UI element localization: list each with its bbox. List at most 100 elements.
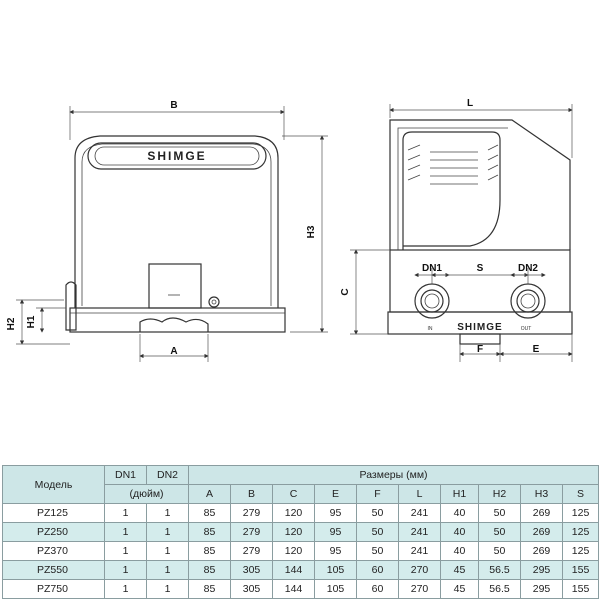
size-cell: 155 <box>561 579 600 599</box>
dim-label-H2: H2 <box>6 317 17 330</box>
dim-label-DN1: DN1 <box>422 263 442 274</box>
model-cell: PZ250 <box>2 522 105 542</box>
size-cell: 40 <box>440 522 479 542</box>
dim-label-S: S <box>477 263 484 274</box>
header-size-col: E <box>314 484 357 504</box>
vent-grille <box>407 144 499 185</box>
size-cell: 144 <box>272 579 315 599</box>
dn2-cell: 1 <box>146 579 189 599</box>
size-cell: 295 <box>520 579 563 599</box>
dim-label-E: E <box>533 344 540 355</box>
size-cell: 50 <box>478 522 521 542</box>
size-cell: 85 <box>188 503 231 523</box>
dim-label-A: A <box>170 346 177 357</box>
size-cell: 120 <box>272 522 315 542</box>
size-cell: 269 <box>520 522 563 542</box>
size-cell: 155 <box>561 560 600 580</box>
dim-label-H3: H3 <box>306 225 317 238</box>
size-cell: 120 <box>272 503 315 523</box>
inlet-arrow-label: IN <box>428 326 433 332</box>
size-cell: 40 <box>440 503 479 523</box>
header-dn1: DN1 <box>104 465 147 485</box>
model-cell: PZ370 <box>2 541 105 561</box>
header-size-col: F <box>356 484 399 504</box>
size-cell: 105 <box>314 560 357 580</box>
size-cell: 279 <box>230 522 273 542</box>
dn2-cell: 1 <box>146 503 189 523</box>
header-size-col: H2 <box>478 484 521 504</box>
size-cell: 95 <box>314 522 357 542</box>
dn2-cell: 1 <box>146 522 189 542</box>
header-sizes: Размеры (мм) <box>187 465 600 485</box>
technical-drawing: SHIMGE B H3 H2 H1 A <box>6 98 573 362</box>
dim-label-F: F <box>477 344 483 355</box>
header-size-col: B <box>230 484 273 504</box>
size-cell: 85 <box>188 560 231 580</box>
dn1-cell: 1 <box>104 503 147 523</box>
size-cell: 125 <box>561 522 600 542</box>
size-cell: 60 <box>356 579 399 599</box>
dim-label-L: L <box>467 98 473 109</box>
table-header-row-1: Модель DN1 DN2 Размеры (мм) <box>2 465 600 504</box>
header-size-col: A <box>188 484 231 504</box>
size-cell: 125 <box>561 541 600 561</box>
size-cell: 56.5 <box>478 579 521 599</box>
size-cell: 241 <box>398 503 441 523</box>
dn1-cell: 1 <box>104 579 147 599</box>
model-cell: PZ125 <box>2 503 105 523</box>
model-cell: PZ550 <box>2 560 105 580</box>
dim-label-H1: H1 <box>26 315 37 328</box>
size-cell: 105 <box>314 579 357 599</box>
model-cell: PZ750 <box>2 579 105 599</box>
size-cell: 45 <box>440 579 479 599</box>
size-cell: 85 <box>188 541 231 561</box>
size-cell: 270 <box>398 560 441 580</box>
side-view: SHIMGE IN OUT L C DN1 S DN2 F E <box>340 98 573 362</box>
size-cell: 95 <box>314 503 357 523</box>
size-cell: 305 <box>230 560 273 580</box>
dn2-cell: 1 <box>146 541 189 561</box>
dn1-cell: 1 <box>104 560 147 580</box>
size-cell: 60 <box>356 560 399 580</box>
brand-logo-side: SHIMGE <box>457 322 502 333</box>
header-model: Модель <box>2 465 105 504</box>
size-cell: 50 <box>356 522 399 542</box>
dim-label-C: C <box>340 288 351 295</box>
size-cell: 50 <box>356 503 399 523</box>
header-size-col: H3 <box>520 484 563 504</box>
brand-logo-front: SHIMGE <box>147 149 206 163</box>
size-cell: 85 <box>188 579 231 599</box>
front-view: SHIMGE B H3 H2 H1 A <box>6 100 328 362</box>
header-size-col: S <box>561 484 600 504</box>
header-inch: (дюйм) <box>104 484 189 504</box>
size-cell: 50 <box>356 541 399 561</box>
header-size-col: C <box>272 484 315 504</box>
dn1-cell: 1 <box>104 522 147 542</box>
outlet-arrow-label: OUT <box>521 326 532 332</box>
dn2-cell: 1 <box>146 560 189 580</box>
size-cell: 295 <box>520 560 563 580</box>
size-cell: 125 <box>561 503 600 523</box>
size-cell: 45 <box>440 560 479 580</box>
size-cell: 95 <box>314 541 357 561</box>
dim-label-DN2: DN2 <box>518 263 538 274</box>
size-cell: 241 <box>398 541 441 561</box>
size-cell: 120 <box>272 541 315 561</box>
header-size-col: H1 <box>440 484 479 504</box>
size-cell: 269 <box>520 541 563 561</box>
size-cell: 50 <box>478 541 521 561</box>
size-cell: 305 <box>230 579 273 599</box>
dn1-cell: 1 <box>104 541 147 561</box>
size-cell: 85 <box>188 522 231 542</box>
dim-label-B: B <box>170 100 177 111</box>
size-cell: 269 <box>520 503 563 523</box>
size-cell: 241 <box>398 522 441 542</box>
size-cell: 40 <box>440 541 479 561</box>
size-cell: 279 <box>230 503 273 523</box>
